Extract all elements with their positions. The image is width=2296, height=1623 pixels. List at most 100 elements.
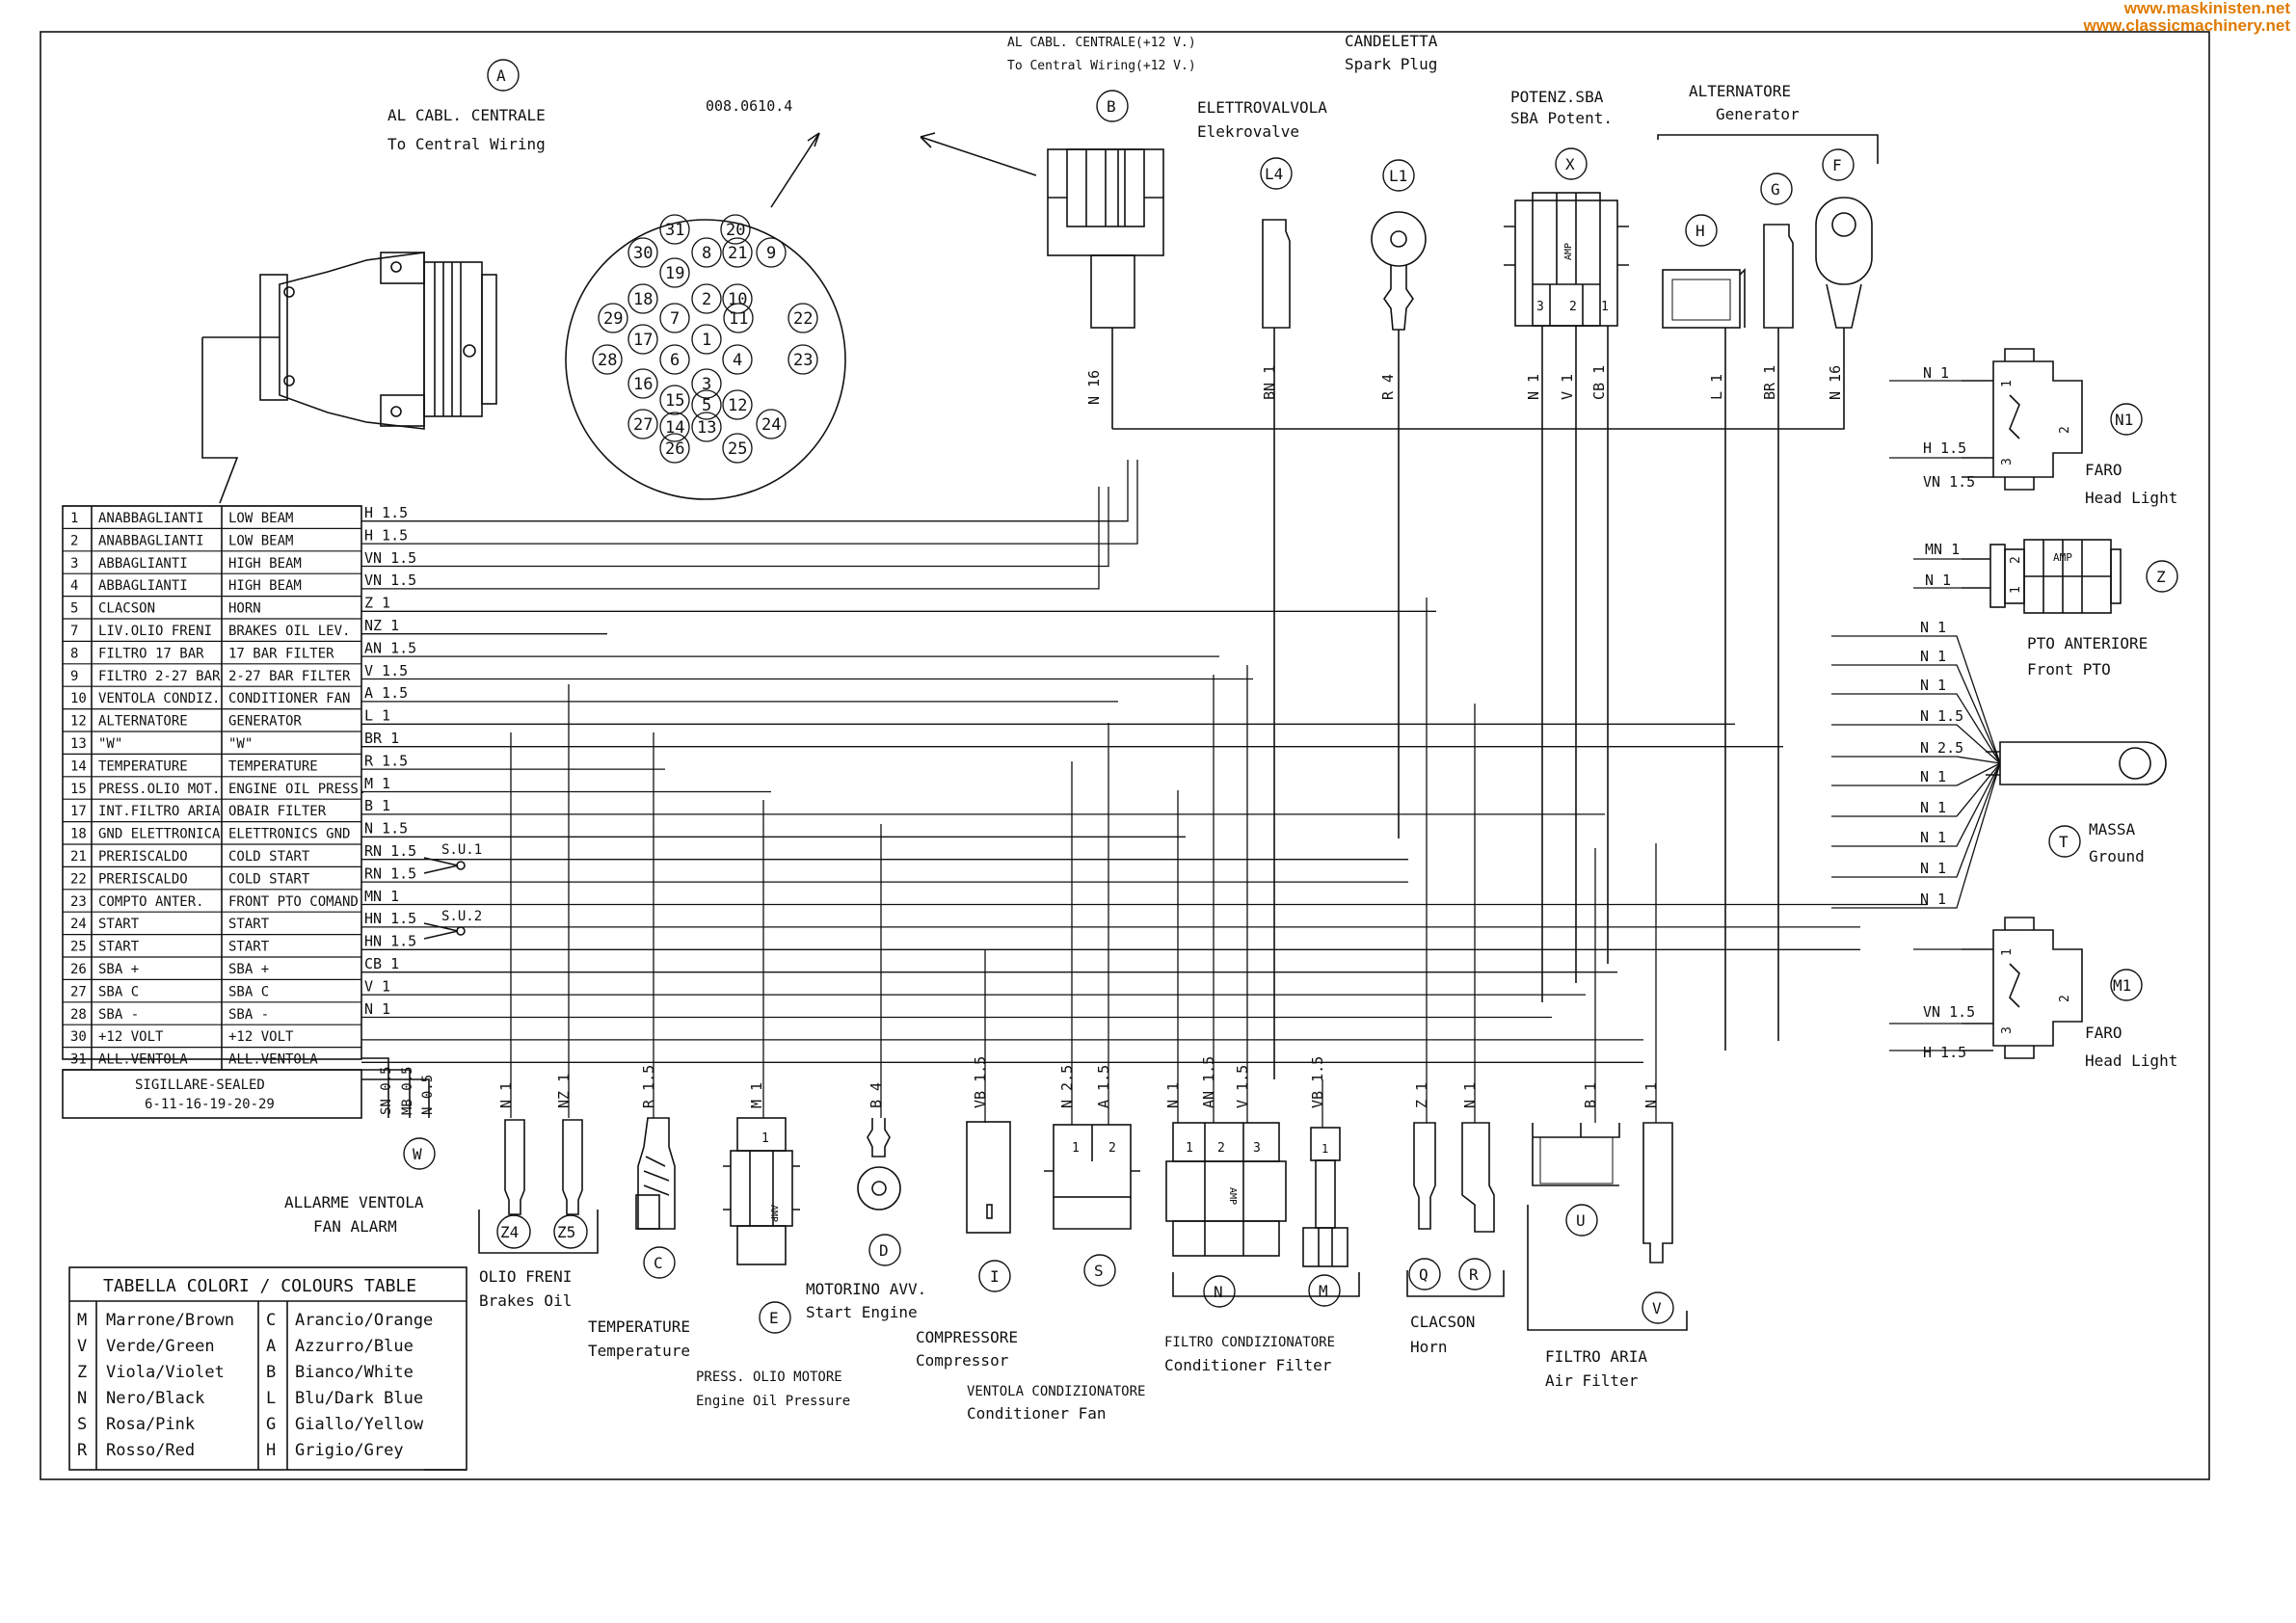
conditioner-filter-connector-n xyxy=(1165,1122,1287,1257)
pin-wire-code: H 1.5 xyxy=(364,504,408,521)
pin-hole-number: 14 xyxy=(665,418,684,438)
wire-x-2: V 1 xyxy=(1559,374,1576,400)
headlight-connector-m1 xyxy=(1962,917,2083,1059)
pin-wire-code: A 1.5 xyxy=(364,684,408,702)
label-m1-it: FARO xyxy=(2085,1024,2122,1042)
wire-n1-2: H 1.5 xyxy=(1923,439,1966,457)
wire-n-3: V 1.5 xyxy=(1234,1065,1251,1108)
wire-x-3: CB 1 xyxy=(1590,365,1608,400)
pin-number: 2 xyxy=(70,533,78,548)
callout-r: R xyxy=(1469,1265,1479,1284)
drawing-frame xyxy=(40,31,2210,1480)
label-a-it: AL CABL. CENTRALE xyxy=(387,106,546,124)
pin-n-1: 1 xyxy=(1186,1141,1193,1156)
splice-su1-label: S.U.1 xyxy=(441,842,482,858)
pin-hole-number: 7 xyxy=(670,309,680,329)
pin-hole xyxy=(723,303,754,333)
pin-number: 9 xyxy=(70,669,78,684)
label-z-en: Front PTO xyxy=(2027,660,2111,678)
pin-function-en: BRAKES OIL LEV. xyxy=(228,624,350,639)
pin-hole-number: 6 xyxy=(670,351,680,370)
wire-z4: N 1 xyxy=(497,1082,515,1108)
harness-wire xyxy=(361,460,1129,522)
pin-hole-number: 17 xyxy=(633,331,653,350)
pin-function-en: 17 BAR FILTER xyxy=(228,646,334,661)
pin-function-it: "W" xyxy=(98,736,122,752)
callout-z4: Z4 xyxy=(500,1223,519,1241)
connector-b xyxy=(1047,148,1164,429)
colour-code: G xyxy=(266,1415,276,1434)
label-n1-en: Head Light xyxy=(2085,489,2177,507)
callout-e-circle xyxy=(759,1301,791,1334)
wire-c: R 1.5 xyxy=(640,1065,657,1108)
pin-hole xyxy=(788,344,818,375)
ground-wire xyxy=(1831,762,2001,909)
pin-hole xyxy=(659,385,690,415)
ground-wire-code: N 1 xyxy=(1920,799,1946,816)
ground-wire-code: N 1 xyxy=(1920,860,1946,877)
pin-hole-number: 30 xyxy=(633,244,653,263)
callout-l4-circle xyxy=(1260,157,1293,190)
pin-function-en: HIGH BEAM xyxy=(228,578,302,594)
label-w-en: FAN ALARM xyxy=(313,1217,397,1236)
pin-hole xyxy=(659,303,690,333)
pin-wire-code: V 1 xyxy=(364,977,390,995)
pin-function-it: COMPTO ANTER. xyxy=(98,894,204,910)
wire-m1-2: H 1.5 xyxy=(1923,1044,1966,1061)
brakes-oil-terminal-z5 xyxy=(562,1119,583,1215)
pin-n-3: 3 xyxy=(1253,1141,1261,1156)
pin-number: 30 xyxy=(70,1029,87,1045)
label-c-en: Temperature xyxy=(588,1342,690,1360)
pin-hole xyxy=(691,389,722,420)
callout-u-circle xyxy=(1565,1204,1598,1237)
colour-name: Azzurro/Blue xyxy=(295,1337,414,1356)
label-t-it: MASSA xyxy=(2089,820,2136,838)
filter-bracket xyxy=(1172,1272,1360,1297)
wire-f: N 16 xyxy=(1827,365,1844,400)
pin-hole xyxy=(756,237,787,268)
pin-hole xyxy=(627,237,658,268)
pin-function-it: +12 VOLT xyxy=(98,1029,164,1045)
label-filter-en: Conditioner Filter xyxy=(1164,1356,1332,1374)
colour-name: Nero/Black xyxy=(106,1389,204,1408)
pin-hole xyxy=(722,283,753,314)
wire-i: VB 1.5 xyxy=(972,1056,989,1108)
part-number-leader-b xyxy=(920,132,1037,176)
pin-hole xyxy=(659,257,690,288)
callout-g-circle xyxy=(1760,173,1793,205)
horn-bracket xyxy=(1406,1270,1505,1297)
pin-hole-number: 29 xyxy=(603,309,623,329)
amp-n: AMP xyxy=(1227,1187,1238,1205)
pin-m1-2: 2 xyxy=(2058,995,2072,1002)
colour-name: Grigio/Grey xyxy=(295,1441,404,1460)
pin-hole xyxy=(756,409,787,439)
label-generator-en: Generator xyxy=(1716,105,1800,123)
ground-ring-terminal xyxy=(1986,741,2167,785)
pin-number: 25 xyxy=(70,940,87,955)
colour-code: Z xyxy=(77,1363,87,1382)
pin-hole xyxy=(691,412,722,442)
sealed-note-1: SIGILLARE-SEALED xyxy=(135,1078,265,1093)
pin-hole-number: 20 xyxy=(726,221,745,240)
pin-number: 27 xyxy=(70,984,87,999)
ground-wire xyxy=(1831,635,2001,764)
pin-number: 4 xyxy=(70,578,78,594)
pin-number: 23 xyxy=(70,894,87,910)
pin-hole xyxy=(691,283,722,314)
pin-hole xyxy=(627,283,658,314)
pin-hole-number: 5 xyxy=(702,396,711,415)
pin-wire-code: VN 1.5 xyxy=(364,549,416,567)
pin-function-it: FILTRO 17 BAR xyxy=(98,646,204,661)
colour-code: C xyxy=(266,1311,276,1330)
harness-wire xyxy=(361,487,1100,590)
pin-function-en: SBA C xyxy=(228,984,269,999)
ground-wire-code: N 1.5 xyxy=(1920,707,1963,725)
colour-code: A xyxy=(266,1337,276,1356)
pin-hole-number: 28 xyxy=(598,351,617,370)
pin-hole-number: 2 xyxy=(702,290,711,309)
pin-wire-code: VN 1.5 xyxy=(364,572,416,589)
connector-x xyxy=(1504,192,1629,1002)
sealed-note-2: 6-11-16-19-20-29 xyxy=(145,1097,275,1112)
air-filter-terminal-v xyxy=(1642,1122,1673,1264)
pin-n1-3: 3 xyxy=(2000,458,2015,466)
